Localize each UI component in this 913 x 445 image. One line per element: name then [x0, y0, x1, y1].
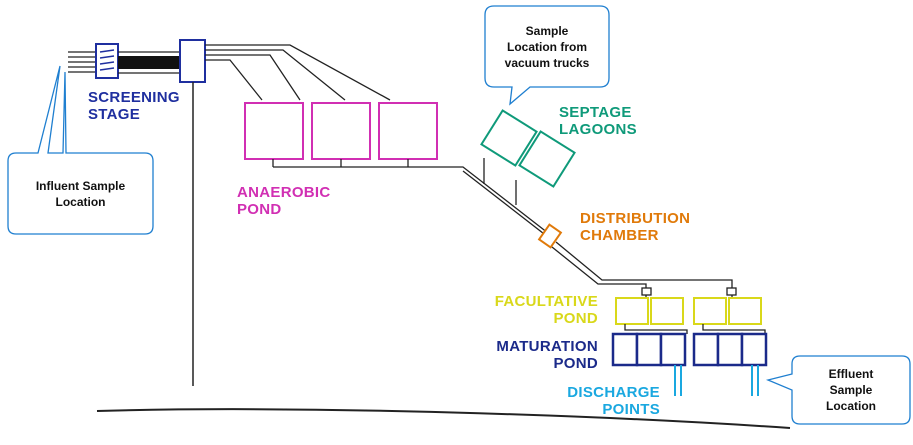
screen-bars	[99, 49, 115, 71]
ground-line	[96, 408, 791, 429]
callout-effluent-shape	[765, 355, 911, 425]
maturation-pond-6	[740, 332, 768, 367]
maturation-pond-4	[692, 332, 720, 367]
septage-connection-pipes	[483, 158, 517, 205]
callout-influent-shape	[7, 65, 154, 235]
septage-lagoon-1	[480, 109, 538, 167]
anaerobic-pond-2	[311, 102, 371, 160]
label-facultative-pond: FACULTATIVE POND	[494, 293, 598, 327]
callout-septage-sample-location: Sample Location from vacuum trucks	[504, 23, 590, 70]
discharge-pipes	[674, 365, 759, 396]
maturation-ponds	[611, 332, 768, 367]
distribution-pipes	[551, 241, 737, 298]
main-pipe-band	[118, 51, 180, 74]
label-screening-stage: SCREENING STAGE	[88, 89, 180, 123]
facultative-pond-2	[650, 297, 684, 325]
callout-effluent-sample-location: Effluent Sample Location	[826, 367, 876, 413]
callout-influent-sample-location: Influent Sample Location	[35, 178, 126, 209]
label-discharge-points: DISCHARGE POINTS	[567, 384, 660, 418]
facultative-pond-3	[693, 297, 727, 325]
anaerobic-pond-3	[378, 102, 438, 160]
facultative-pond-1	[615, 297, 649, 325]
anaerobic-ponds	[244, 102, 438, 160]
maturation-pond-5	[716, 332, 744, 367]
grit-unit	[179, 39, 206, 83]
screening-unit	[95, 43, 119, 79]
septage-lagoons	[480, 109, 576, 188]
label-septage-lagoons: SEPTAGE LAGOONS	[559, 104, 637, 138]
label-maturation-pond: MATURATION POND	[496, 338, 598, 372]
callout-septage-shape	[484, 5, 610, 106]
facultative-ponds	[615, 297, 762, 325]
distribution-chamber	[537, 223, 563, 249]
maturation-pond-2	[635, 332, 663, 367]
facultative-pond-4	[728, 297, 762, 325]
facultative-outlet-pipes	[624, 324, 766, 334]
label-distribution-chamber: DISTRIBUTION CHAMBER	[580, 210, 691, 244]
septage-lagoon-2	[518, 130, 576, 188]
maturation-pond-3	[659, 332, 687, 367]
maturation-pond-1	[611, 332, 639, 367]
anaerobic-feed-pipes	[205, 44, 391, 101]
label-anaerobic-pond: ANAEROBIC POND	[237, 184, 331, 218]
anaerobic-outlet-pipes	[272, 159, 549, 238]
influent-pipes	[68, 51, 96, 73]
anaerobic-pond-1	[244, 102, 304, 160]
